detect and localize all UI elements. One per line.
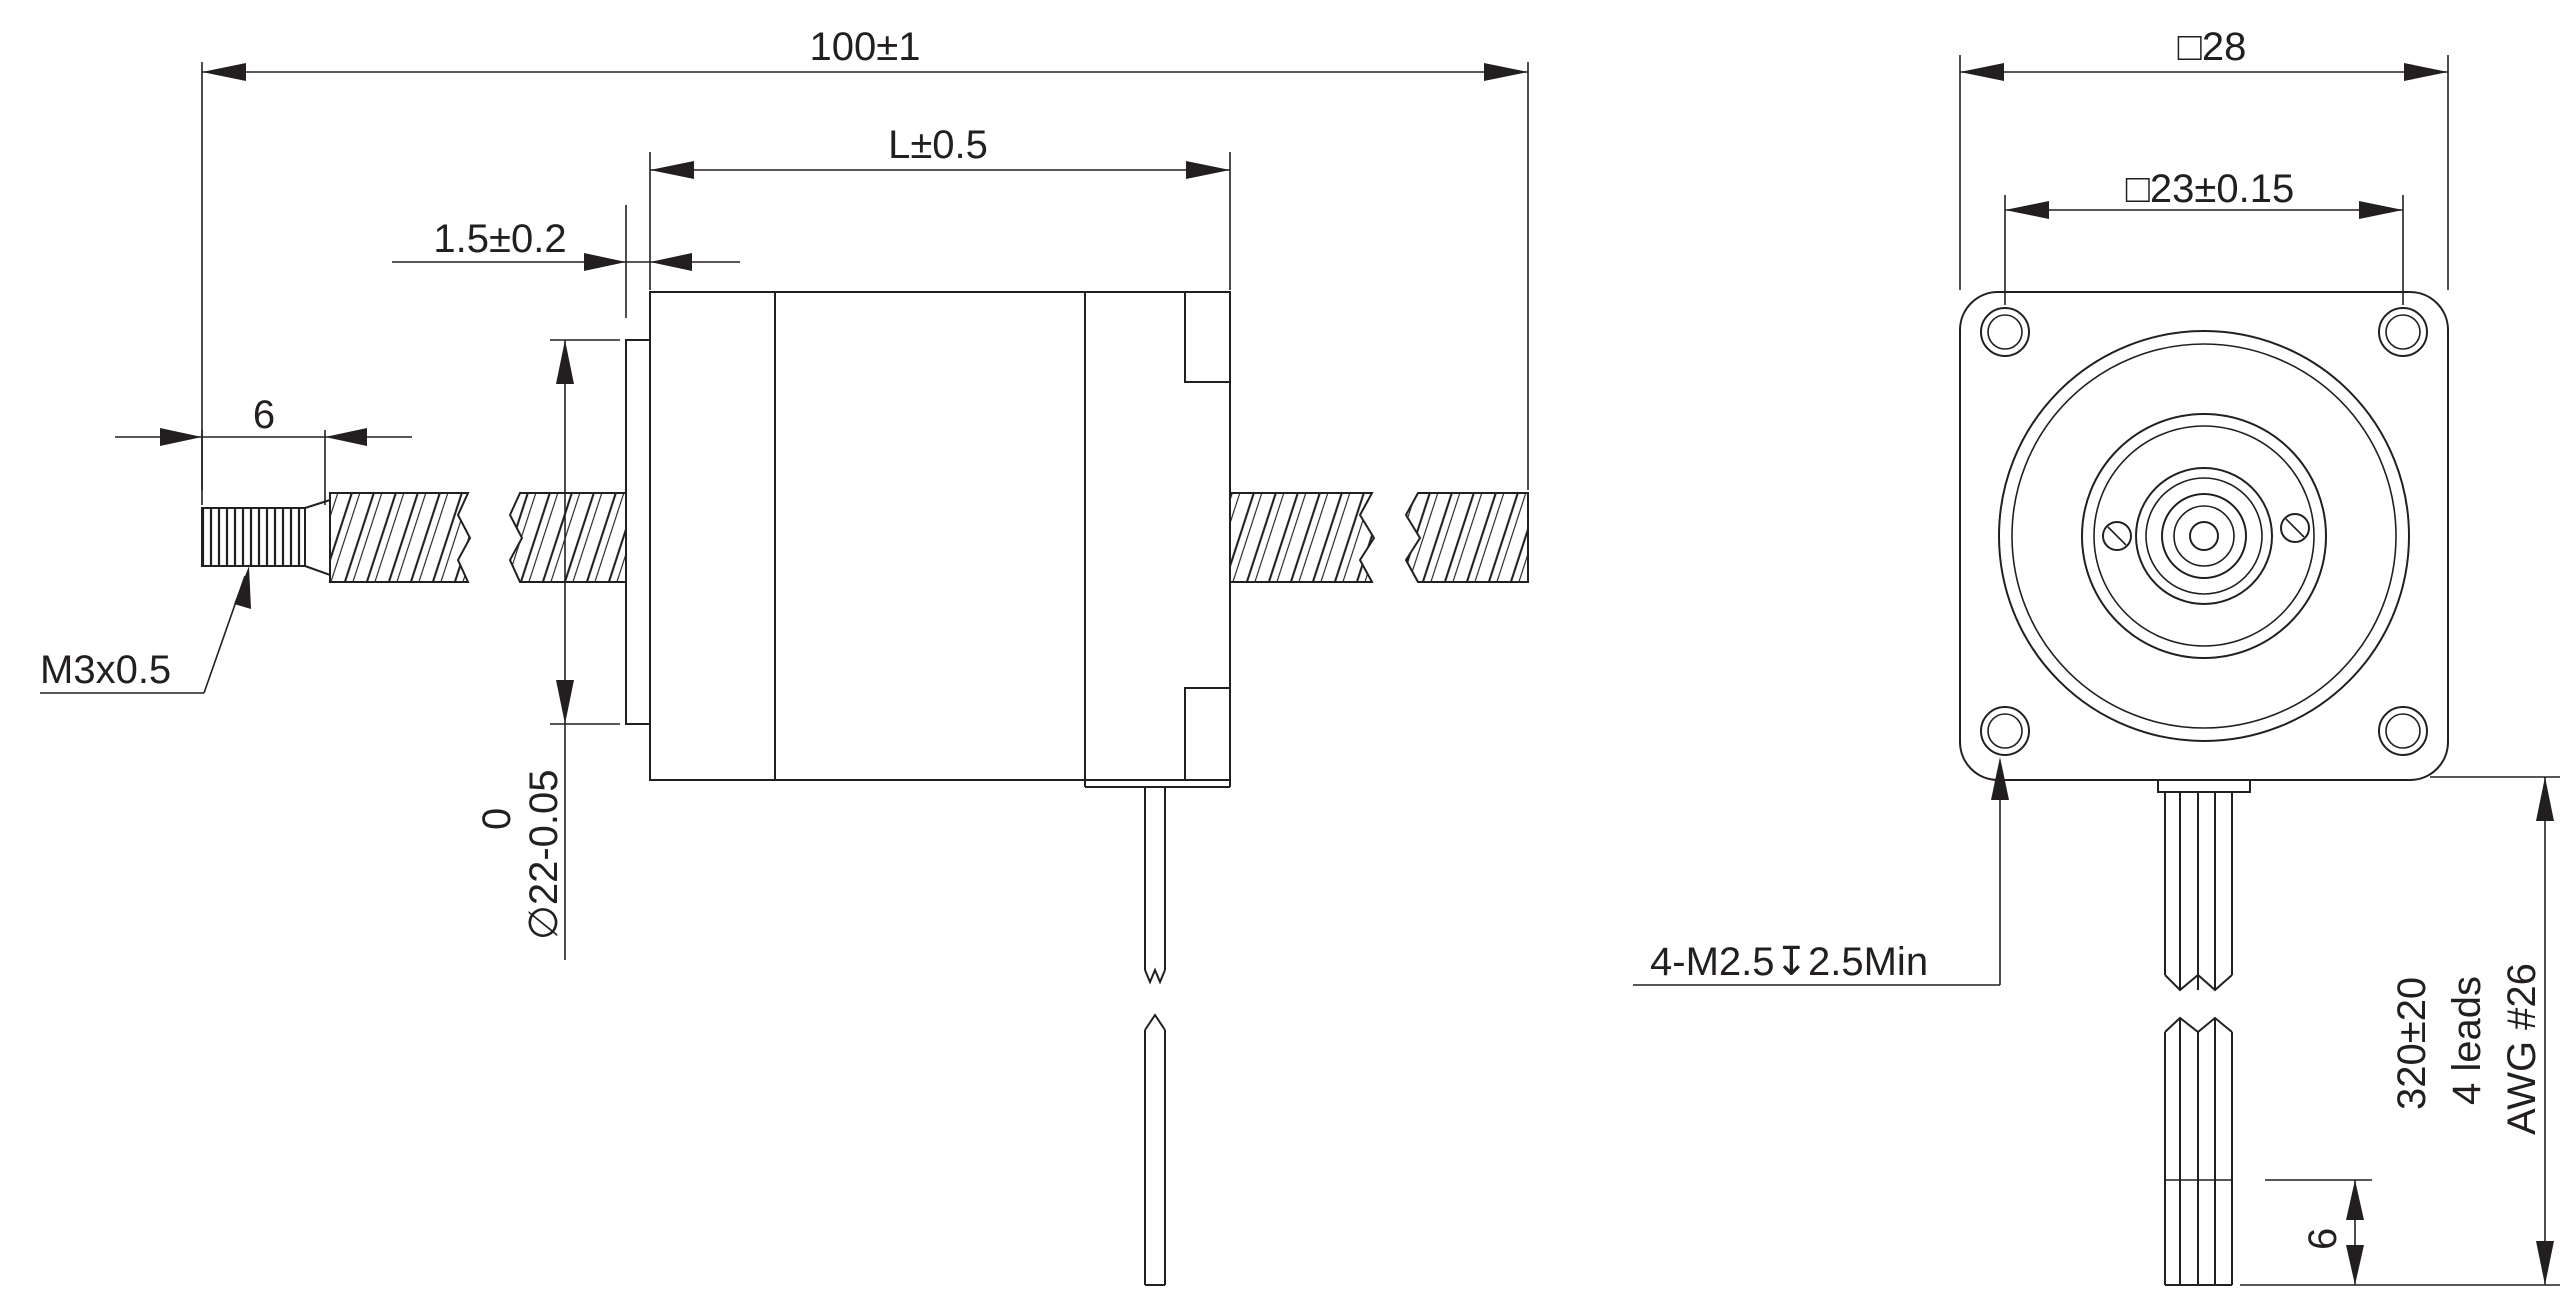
dim-lead-length: 320±20 4 leads AWG #26 bbox=[2240, 776, 2560, 1286]
lead-screw-left bbox=[201, 492, 627, 583]
side-view: 100±1 L±0.5 1.5±0.2 6 bbox=[40, 25, 1529, 1286]
thread-length-label: 6 bbox=[253, 393, 275, 437]
strip-length-label: 6 bbox=[2301, 1228, 2345, 1250]
thread-spec-label: M3x0.5 bbox=[40, 648, 171, 692]
boss-diameter-upper-tol: 0 bbox=[475, 808, 519, 830]
flange-size-label: □28 bbox=[2178, 25, 2247, 69]
boss-diameter-label: ∅22-0.05 bbox=[522, 769, 566, 940]
leader-mount-holes: 4-M2.5↧2.5Min bbox=[1633, 757, 2009, 986]
lead-gauge-label: AWG #26 bbox=[2500, 963, 2544, 1135]
leader-thread-spec: M3x0.5 bbox=[40, 566, 251, 694]
m3-thread-tip bbox=[201, 507, 306, 567]
dim-strip-length: 6 bbox=[2265, 1179, 2372, 1285]
lead-wire-side bbox=[1144, 787, 1166, 1286]
dim-boss-diameter: ∅22-0.05 0 bbox=[475, 339, 620, 960]
lead-count-label: 4 leads bbox=[2445, 976, 2489, 1105]
flange bbox=[1959, 291, 2449, 781]
lead-length-label: 320±20 bbox=[2390, 977, 2434, 1110]
dim-body-length: L±0.5 bbox=[649, 123, 1231, 290]
mount-holes-label: 4-M2.5↧2.5Min bbox=[1650, 940, 1928, 984]
boss-height-label: 1.5±0.2 bbox=[433, 217, 566, 261]
mount-holes bbox=[1980, 307, 2428, 756]
motor-body bbox=[649, 291, 1231, 788]
overall-length-label: 100±1 bbox=[810, 25, 921, 69]
motor-face bbox=[1998, 330, 2410, 742]
dim-flange-size: □28 bbox=[1959, 25, 2449, 290]
dim-hole-spacing: □23±0.15 bbox=[2004, 167, 2404, 305]
mounting-boss bbox=[625, 339, 651, 725]
dim-thread-length: 6 bbox=[115, 393, 412, 505]
body-length-label: L±0.5 bbox=[888, 123, 988, 167]
dim-overall-length: 100±1 bbox=[201, 25, 1529, 490]
lead-wires-front bbox=[2157, 780, 2251, 1286]
dim-boss-height: 1.5±0.2 bbox=[392, 205, 740, 318]
lead-screw-right bbox=[1229, 492, 1529, 583]
front-view: □28 □23±0.15 4-M2.5↧2.5Min 320±20 4 l bbox=[1633, 25, 2560, 1286]
hole-spacing-label: □23±0.15 bbox=[2126, 167, 2294, 211]
